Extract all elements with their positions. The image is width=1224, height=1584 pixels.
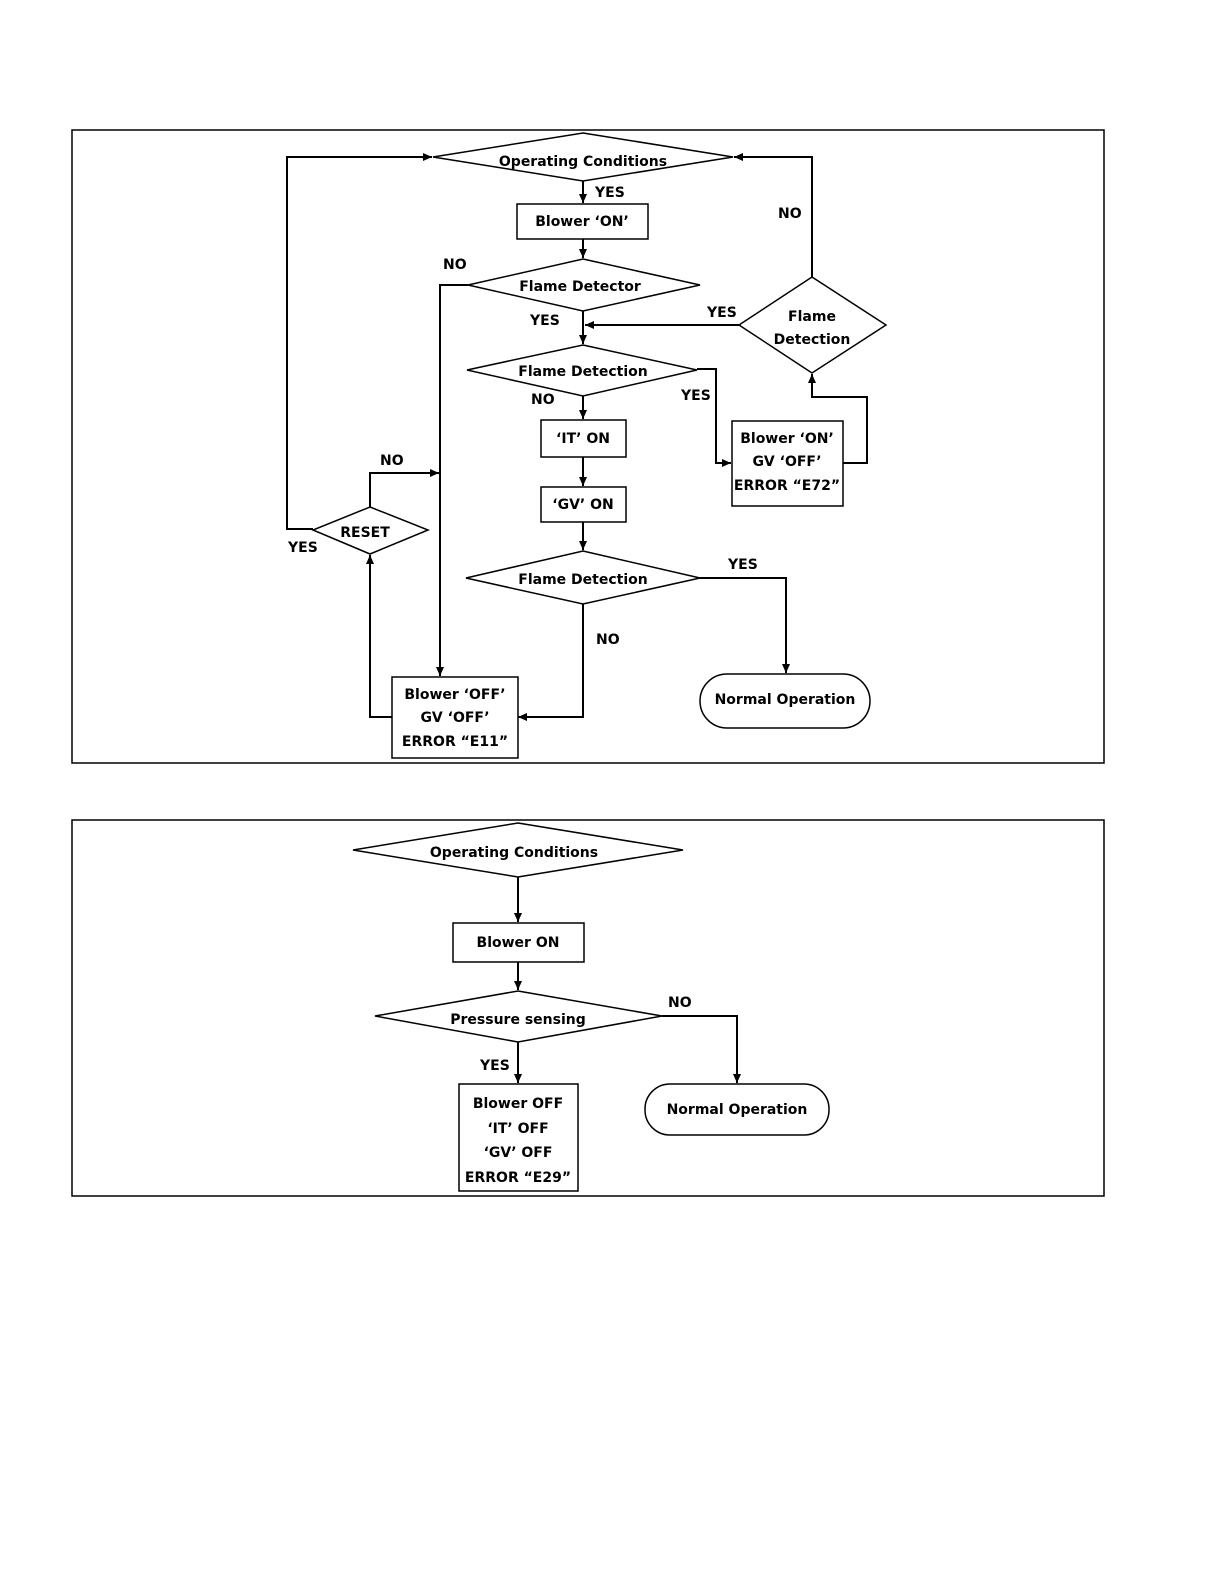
e72-line2: GV ‘OFF’: [752, 454, 821, 470]
blower-on-label: Blower ‘ON’: [535, 214, 629, 230]
label-no-reset: NO: [380, 453, 404, 469]
gv-on-label: ‘GV’ ON: [552, 497, 613, 513]
operating-conditions-decision: Operating Conditions: [432, 132, 734, 182]
pressure-sensing-label: Pressure sensing: [450, 1012, 585, 1028]
arrow-right-diamond-no: [734, 153, 813, 277]
e29-line4: ERROR “E29”: [465, 1170, 571, 1186]
label-yes-pressure: YES: [479, 1058, 510, 1074]
label-yes-flame-detector: YES: [529, 313, 560, 329]
flame-detector-decision: Flame Detector: [467, 258, 701, 312]
arrow-e72-to-right-diamond: [808, 374, 868, 464]
operating-conditions-2-decision: Operating Conditions: [352, 822, 684, 878]
label-no-pressure: NO: [668, 995, 692, 1011]
blower-on-2-label: Blower ON: [477, 935, 560, 951]
label-no-right-loop: NO: [778, 206, 802, 222]
arrow-pressure-no: [662, 1015, 741, 1083]
error-e11-process: Blower ‘OFF’ GV ‘OFF’ ERROR “E11”: [391, 676, 519, 759]
e29-line3: ‘GV’ OFF: [484, 1145, 553, 1161]
label-yes-flame-detection-2: YES: [727, 557, 758, 573]
flame-detection-right-line2: Detection: [774, 332, 851, 348]
e29-line2: ‘IT’ OFF: [487, 1121, 548, 1137]
normal-operation-2-label: Normal Operation: [667, 1102, 808, 1118]
pressure-sensing-decision: Pressure sensing: [374, 990, 663, 1043]
flame-detection-1-decision: Flame Detection: [466, 344, 698, 397]
operating-conditions-2-label: Operating Conditions: [430, 845, 598, 861]
arrow-flame-detection-2-no: [518, 604, 584, 721]
flowchart-2: Operating Conditions Blower ON Pressure …: [71, 819, 1105, 1197]
flowchart-1: Operating Conditions Blower ‘ON’ Flame D…: [71, 129, 1105, 764]
arrow-flame-detection-1-yes: [697, 368, 731, 467]
arrow-reset-yes: [286, 153, 432, 530]
flowchart-2-frame: [71, 819, 1105, 1197]
arrow-e11-to-reset: [366, 555, 392, 718]
flowchart-1-frame: [71, 129, 1105, 764]
flame-detection-1-label: Flame Detection: [518, 364, 647, 380]
operating-conditions-label: Operating Conditions: [499, 154, 667, 170]
arrow-reset-no: [369, 469, 439, 507]
normal-operation-2-terminal: Normal Operation: [644, 1083, 830, 1136]
flowchart-1-connectors: [286, 153, 868, 721]
normal-operation-1-terminal: Normal Operation: [699, 673, 871, 729]
flowchart-2-connectors: [514, 877, 741, 1083]
reset-decision: RESET: [311, 506, 430, 555]
arrow-flame-detection-2-yes: [700, 577, 790, 673]
e72-line1: Blower ‘ON’: [740, 431, 834, 447]
flame-detection-right-decision: Flame Detection: [737, 276, 888, 374]
blower-on-process: Blower ‘ON’: [516, 203, 649, 240]
gv-on-process: ‘GV’ ON: [540, 486, 627, 523]
label-yes-flame-detection-1: YES: [680, 388, 711, 404]
label-no-flame-detector: NO: [443, 257, 467, 273]
flame-detector-label: Flame Detector: [519, 279, 641, 295]
label-no-flame-detection-1: NO: [531, 392, 555, 408]
label-yes-after-conditions: YES: [594, 185, 625, 201]
it-on-label: ‘IT’ ON: [556, 431, 610, 447]
arrow-flame-detector-no: [436, 284, 468, 676]
e11-line2: GV ‘OFF’: [420, 710, 489, 726]
error-e72-process: Blower ‘ON’ GV ‘OFF’ ERROR “E72”: [731, 420, 844, 507]
flame-detection-right-line1: Flame: [788, 309, 836, 325]
normal-operation-1-label: Normal Operation: [715, 692, 856, 708]
blower-on-2-process: Blower ON: [452, 922, 585, 963]
label-yes-reset: YES: [287, 540, 318, 556]
e72-line3: ERROR “E72”: [734, 478, 840, 494]
error-e29-process: Blower OFF ‘IT’ OFF ‘GV’ OFF ERROR “E29”: [458, 1083, 579, 1192]
label-yes-right-diamond: YES: [706, 305, 737, 321]
flame-detection-2-decision: Flame Detection: [465, 550, 701, 605]
it-on-process: ‘IT’ ON: [540, 419, 627, 458]
label-no-flame-detection-2: NO: [596, 632, 620, 648]
e29-line1: Blower OFF: [473, 1096, 563, 1112]
e11-line1: Blower ‘OFF’: [404, 687, 505, 703]
e11-line3: ERROR “E11”: [402, 734, 508, 750]
reset-label: RESET: [340, 525, 390, 541]
flame-detection-2-label: Flame Detection: [518, 572, 647, 588]
